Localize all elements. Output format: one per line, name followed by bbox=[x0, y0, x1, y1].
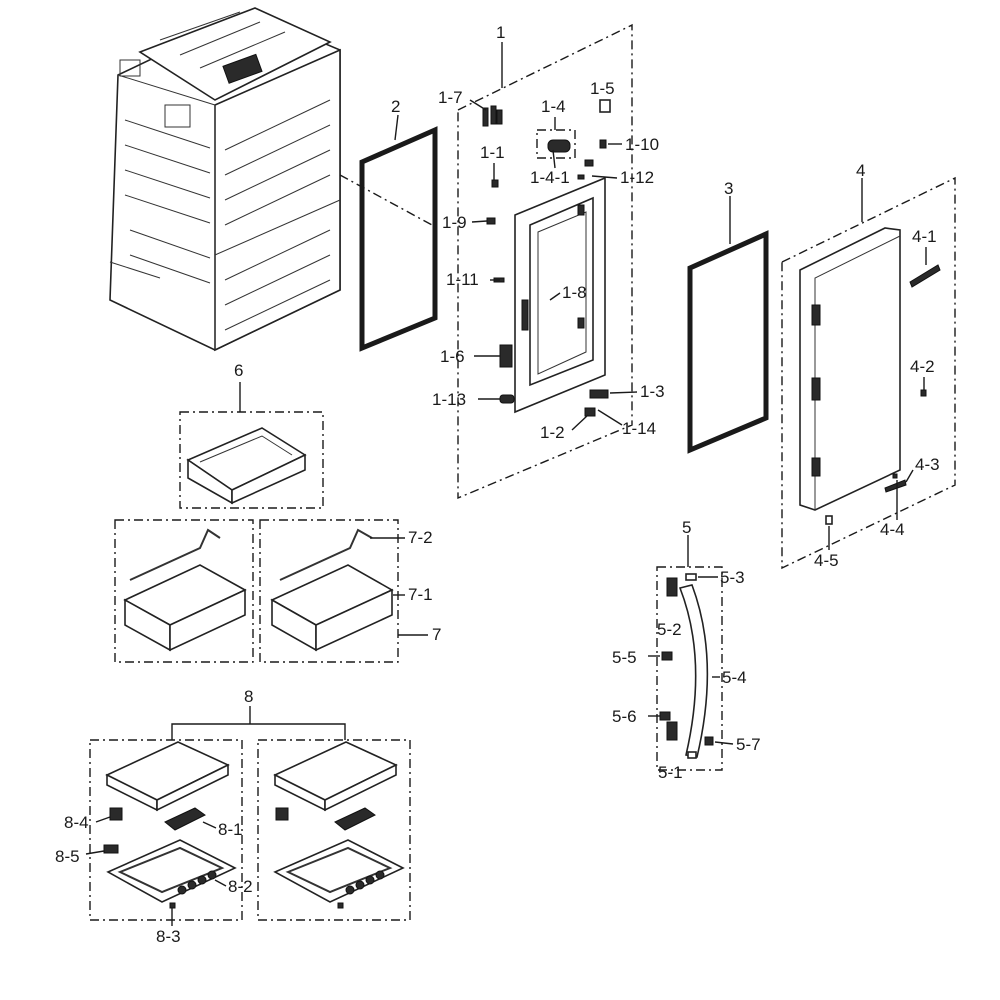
door-frame-1 bbox=[514, 176, 606, 414]
callout-8-4: 8-4 bbox=[64, 813, 89, 832]
door-gasket-3 bbox=[687, 230, 769, 454]
callout-5-4: 5-4 bbox=[722, 668, 747, 687]
callout-1-13: 1-13 bbox=[432, 390, 466, 409]
door-bin-7-left bbox=[123, 528, 247, 652]
callout-1-2: 1-2 bbox=[540, 423, 565, 442]
callout-8-3: 8-3 bbox=[156, 927, 181, 946]
callout-3: 3 bbox=[724, 179, 733, 198]
callout-1-8: 1-8 bbox=[562, 283, 587, 302]
door-bin-7-right bbox=[270, 528, 394, 652]
callout-7-1: 7-1 bbox=[408, 585, 433, 604]
tray-8-right-boundary bbox=[257, 739, 411, 921]
callout-1-1: 1-1 bbox=[480, 143, 505, 162]
callout-7-2: 7-2 bbox=[408, 528, 433, 547]
bin-6-boundary bbox=[179, 411, 324, 509]
callout-5-6: 5-6 bbox=[612, 707, 637, 726]
callout-1-5: 1-5 bbox=[590, 79, 615, 98]
callout-8: 8 bbox=[244, 687, 253, 706]
callout-5-3: 5-3 bbox=[720, 568, 745, 587]
callout-5-1: 5-1 bbox=[658, 763, 683, 782]
callout-4-5: 4-5 bbox=[814, 551, 839, 570]
door-panel-4 bbox=[799, 227, 901, 511]
door-gasket-2 bbox=[359, 126, 438, 352]
callout-5-2: 5-2 bbox=[657, 620, 682, 639]
part-1-4-boundary bbox=[536, 129, 576, 159]
callout-6: 6 bbox=[234, 361, 243, 380]
tray-8-right bbox=[273, 741, 405, 909]
callout-4: 4 bbox=[856, 161, 865, 180]
tray-8-left bbox=[103, 741, 237, 909]
callout-1-4: 1-4 bbox=[541, 97, 566, 116]
callout-1-7: 1-7 bbox=[438, 88, 463, 107]
bin-7-left-boundary bbox=[114, 519, 254, 663]
callout-5-5: 5-5 bbox=[612, 648, 637, 667]
tray-8-left-boundary bbox=[89, 739, 243, 921]
callout-5-7: 5-7 bbox=[736, 735, 761, 754]
callout-1-9: 1-9 bbox=[442, 213, 467, 232]
door-handle-5 bbox=[659, 573, 714, 759]
refrigerator-cabinet bbox=[109, 7, 341, 352]
bin-7-right-boundary bbox=[259, 519, 399, 663]
callout-8-2: 8-2 bbox=[228, 877, 253, 896]
callout-1-3: 1-3 bbox=[640, 382, 665, 401]
callout-1-12: 1-12 bbox=[620, 168, 654, 187]
handle-5-boundary bbox=[656, 566, 723, 771]
callout-1-11: 1-11 bbox=[446, 270, 479, 289]
callout-8-1: 8-1 bbox=[218, 820, 243, 839]
door-bin-6 bbox=[186, 427, 307, 505]
callout-1-6: 1-6 bbox=[440, 347, 465, 366]
door-assembly-1-boundary bbox=[457, 23, 633, 500]
callout-1: 1 bbox=[496, 23, 505, 42]
callout-1-4-1: 1-4-1 bbox=[530, 168, 570, 187]
callout-7: 7 bbox=[432, 625, 441, 644]
callout-2: 2 bbox=[391, 97, 400, 116]
callout-1-14: 1-14 bbox=[622, 419, 656, 438]
callout-1-10: 1-10 bbox=[625, 135, 659, 154]
callout-4-2: 4-2 bbox=[910, 357, 935, 376]
callout-4-4: 4-4 bbox=[880, 520, 905, 539]
callout-4-1: 4-1 bbox=[912, 227, 937, 246]
callout-4-3: 4-3 bbox=[915, 455, 940, 474]
door-4-boundary bbox=[781, 176, 956, 570]
callout-5: 5 bbox=[682, 518, 691, 537]
callout-8-5: 8-5 bbox=[55, 847, 80, 866]
